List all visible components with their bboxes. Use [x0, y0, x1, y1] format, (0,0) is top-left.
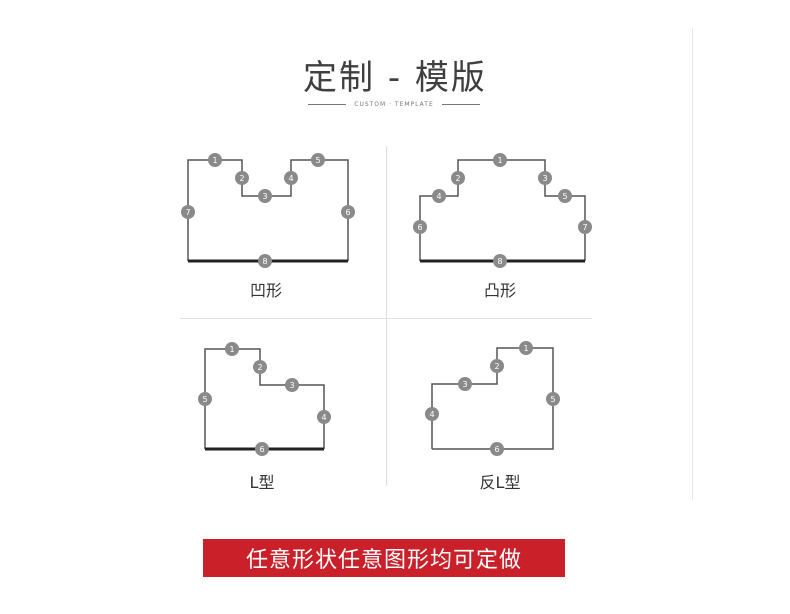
convex-edge-badge-2: 2: [451, 171, 465, 185]
concave-edge-badge-7: 7: [181, 205, 195, 219]
l-shape-label: L型: [249, 473, 275, 492]
l-shape-edge-badge-3: 3: [285, 378, 299, 392]
convex-edge-badge-7: 7: [578, 220, 592, 234]
l-shape-diagram: 1 2 3 4 5 6: [198, 342, 331, 456]
concave-edge-badge-5: 5: [311, 153, 325, 167]
l-shape-edge-badge-6: 6: [255, 442, 269, 456]
l-shape-edge-label-6: 6: [259, 445, 264, 454]
subtitle-row: CUSTOM · TEMPLATE: [308, 98, 481, 110]
custom-shape-banner: 任意形状任意图形均可定做: [203, 539, 565, 577]
reverse-l-shape-outline: [431, 347, 554, 450]
right-edge-line: [692, 28, 693, 500]
l-shape-edge-label-1: 1: [229, 345, 234, 354]
subtitle-rule-right: [441, 103, 481, 105]
convex-edge-label-3: 3: [542, 174, 547, 183]
reverse-l-shape-edge-label-5: 5: [550, 395, 555, 404]
reverse-l-shape-edge-label-6: 6: [494, 445, 499, 454]
l-shape-edge-badge-1: 1: [225, 342, 239, 356]
convex-edge-label-5: 5: [562, 192, 567, 201]
reverse-l-shape-edge-badge-2: 2: [490, 359, 504, 373]
convex-edge-label-6: 6: [417, 223, 422, 232]
concave-edge-badge-1: 1: [208, 153, 222, 167]
convex-edge-badge-3: 3: [538, 171, 552, 185]
convex-label: 凸形: [483, 281, 516, 300]
reverse-l-shape-edge-label-4: 4: [429, 410, 434, 419]
l-shape-edge-label-3: 3: [289, 381, 294, 390]
concave-edge-badge-8: 8: [258, 254, 272, 268]
l-shape-edge-label-5: 5: [202, 395, 207, 404]
convex-edge-label-8: 8: [497, 257, 502, 266]
convex-edge-label-7: 7: [582, 223, 587, 232]
concave-edge-badge-3: 3: [258, 189, 272, 203]
page-title: 定制 - 模版: [303, 58, 487, 98]
concave-label: 凹形: [249, 281, 282, 300]
grid-divider-horizontal: [180, 318, 592, 319]
convex-edge-badge-5: 5: [558, 189, 572, 203]
l-shape-edge-label-4: 4: [321, 413, 326, 422]
grid-divider-vertical: [386, 146, 387, 486]
convex-edge-badge-6: 6: [413, 220, 427, 234]
concave-edge-label-8: 8: [262, 257, 267, 266]
convex-edge-badge-1: 1: [493, 153, 507, 167]
concave-outline: [187, 159, 349, 261]
l-shape-edge-badge-5: 5: [198, 392, 212, 406]
subtitle-rule-left: [308, 103, 347, 105]
concave-edge-label-5: 5: [315, 156, 320, 165]
reverse-l-shape-label: 反L型: [479, 473, 521, 492]
concave-shape-diagram: 1 2 3 4 5 6 7 8: [181, 153, 355, 268]
page-subtitle: CUSTOM · TEMPLATE: [354, 100, 434, 108]
reverse-l-shape-diagram: 1 2 3 4 5 6: [425, 341, 560, 456]
concave-edge-badge-4: 4: [284, 171, 298, 185]
l-shape-edge-badge-2: 2: [253, 360, 267, 374]
concave-edge-label-2: 2: [239, 174, 244, 183]
l-shape-edge-badge-4: 4: [317, 410, 331, 424]
convex-edge-badge-8: 8: [493, 254, 507, 268]
convex-edge-badge-4: 4: [432, 189, 446, 203]
concave-edge-label-6: 6: [345, 208, 350, 217]
reverse-l-shape-edge-badge-4: 4: [425, 407, 439, 421]
reverse-l-shape-edge-label-1: 1: [523, 344, 528, 353]
reverse-l-shape-edge-badge-3: 3: [458, 377, 472, 391]
reverse-l-shape-edge-label-2: 2: [494, 362, 499, 371]
convex-shape-diagram: 1 2 3 4 5 6 7 8: [413, 153, 592, 268]
l-shape-edge-label-2: 2: [257, 363, 262, 372]
convex-edge-label-4: 4: [436, 192, 441, 201]
convex-edge-label-1: 1: [497, 156, 502, 165]
concave-edge-badge-2: 2: [235, 171, 249, 185]
concave-edge-label-1: 1: [212, 156, 217, 165]
reverse-l-shape-edge-badge-1: 1: [519, 341, 533, 355]
convex-outline: [419, 159, 586, 261]
concave-edge-label-7: 7: [185, 208, 190, 217]
reverse-l-shape-edge-badge-5: 5: [546, 392, 560, 406]
concave-edge-label-4: 4: [288, 174, 293, 183]
convex-edge-label-2: 2: [455, 174, 460, 183]
reverse-l-shape-edge-label-3: 3: [462, 380, 467, 389]
concave-edge-label-3: 3: [262, 192, 267, 201]
reverse-l-shape-edge-badge-6: 6: [490, 442, 504, 456]
concave-edge-badge-6: 6: [341, 205, 355, 219]
